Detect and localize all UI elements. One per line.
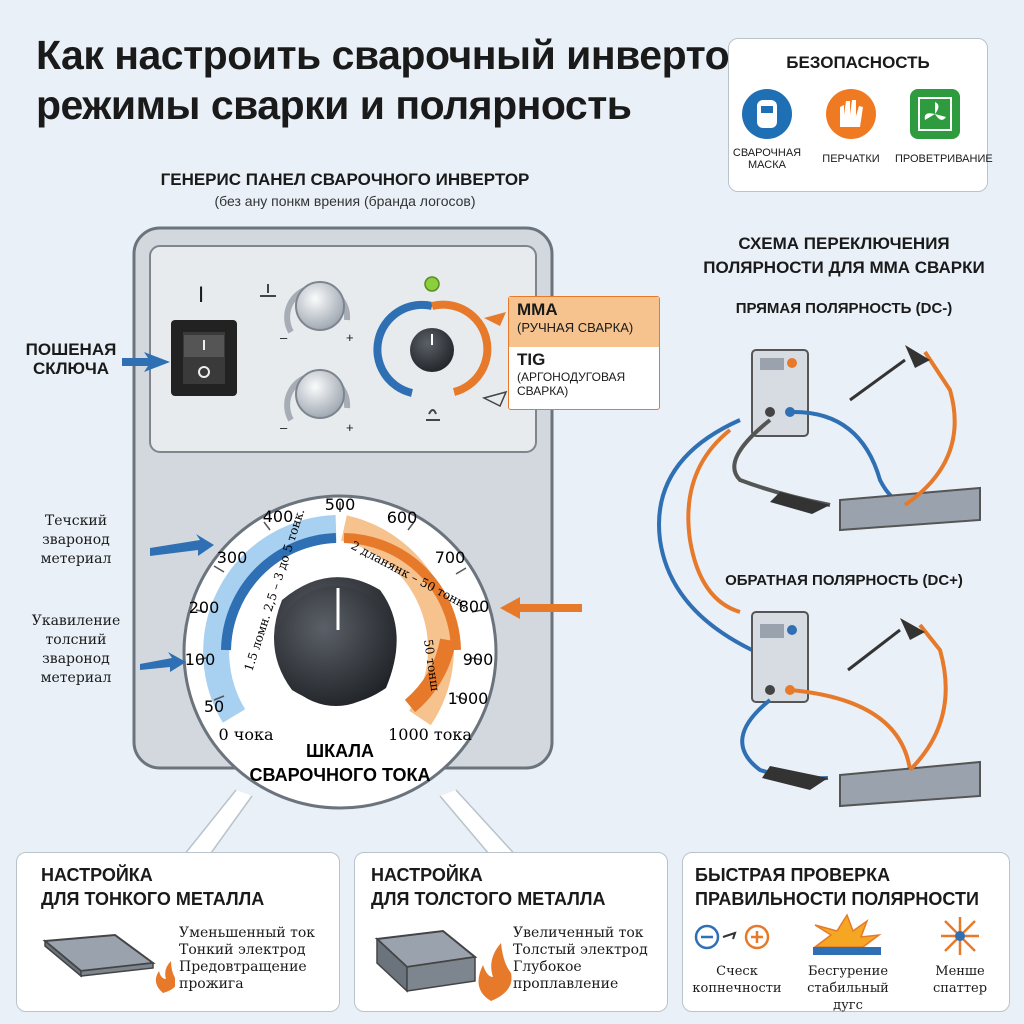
thin-plate-icon — [42, 933, 175, 993]
knob1-minus: – — [280, 330, 288, 345]
scale-tick-label: 700 — [435, 548, 466, 567]
label-arrows — [122, 352, 214, 672]
tig-symbol-icon — [426, 409, 440, 421]
title-line-2: режимы сварки и полярность — [36, 82, 632, 128]
thick-arrow — [500, 597, 582, 619]
scale-caption-2: СВАРОЧНОГО ТОКА — [249, 765, 430, 785]
thick-plate-icon — [374, 929, 512, 1001]
mode-tig[interactable]: TIG (АРГОНОДУГОВАЯ СВАРКА) — [517, 350, 626, 398]
scale-tick-label: 300 — [217, 548, 248, 567]
hot-start-knob[interactable] — [295, 369, 345, 419]
panel-heading: ГЕНЕРИС ПАНЕЛ СВАРОЧНОГО ИНВЕРТОР — [160, 170, 530, 189]
reverse-polarity-label: ОБРАТНАЯ ПОЛЯРНОСТЬ (DC+) — [725, 572, 963, 589]
title-line-1: Как настроить сварочный инвертор: — [36, 32, 767, 78]
scale-tick-label: 100 — [185, 650, 216, 669]
gloves-icon — [826, 89, 876, 139]
ventilation-icon — [910, 89, 960, 139]
mode-mma[interactable]: MMA (РУЧНАЯ СВАРКА) — [509, 297, 659, 347]
polarity-reverse-diagram — [740, 611, 981, 808]
scale-tick-label: 200 — [189, 598, 220, 617]
welding-mask-icon — [742, 89, 792, 139]
scale-tick-label: 400 — [263, 507, 294, 526]
scale-tick-label: 900 — [463, 650, 494, 669]
power-switch-label: ПОШЕНАЯ СКЛЮЧА — [25, 340, 117, 378]
page-title: Как настроить сварочный инвертор: режимы… — [36, 30, 767, 130]
scale-tick-label: 800 — [459, 597, 490, 616]
panel-subheading: (без ану понкм врения (бранда логосов) — [214, 193, 476, 209]
scale-tick-label: 600 — [387, 508, 418, 527]
polarity-heading: СХЕМА ПЕРЕКЛЮЧЕНИЯ ПОЛЯРНОСТИ ДЛЯ ММА СВ… — [703, 234, 985, 277]
mode-selector-knob[interactable] — [410, 328, 454, 372]
scale-tick-label: 50 — [204, 697, 224, 716]
scale-min-label: 0 чока — [218, 725, 273, 744]
scale-ticks — [195, 502, 483, 701]
safety-card: БЕЗОПАСНОСТЬ СВАРОЧНАЯ МАСКА ПЕРЧАТКИ ПР… — [728, 38, 993, 192]
polarity-check-icon — [694, 924, 770, 950]
scale-tick-label: 500 — [325, 495, 356, 514]
knob1-plus: + — [346, 330, 354, 345]
direct-polarity-label: ПРЯМАЯ ПОЛЯРНОСТЬ (DC-) — [735, 300, 953, 317]
spatter-icon — [941, 917, 979, 955]
mode-labels: MMA (РУЧНАЯ СВАРКА) TIG (АРГОНОДУГОВАЯ С… — [508, 296, 660, 410]
knob2-minus: – — [280, 420, 288, 435]
safety-label-gloves: ПЕРЧАТКИ — [822, 153, 880, 165]
scale-tick-label: 1000 — [448, 689, 489, 708]
stable-arc-icon — [812, 913, 882, 955]
safety-label-ventilation: ПРОВЕТРИВАНИЕ — [895, 153, 993, 165]
scale-caption-1: ШКАЛА — [306, 741, 374, 761]
thick-material-label: Укавиление толсний зваронод метериал — [31, 613, 121, 686]
ground-clamp-icon — [770, 492, 830, 514]
thin-material-label: Течский зваронод метериал — [40, 513, 112, 567]
safety-label-mask: СВАРОЧНАЯ МАСКА — [732, 147, 802, 171]
electrode-holder-icon — [905, 345, 930, 368]
arc-force-knob[interactable] — [295, 281, 345, 331]
power-on-mark: I — [198, 282, 205, 307]
scale-max-label: 1000 тока — [388, 725, 472, 744]
knob2-plus: + — [346, 420, 354, 435]
power-led — [424, 276, 440, 292]
polarity-direct-diagram — [657, 345, 981, 652]
safety-title: БЕЗОПАСНОСТЬ — [786, 53, 930, 72]
